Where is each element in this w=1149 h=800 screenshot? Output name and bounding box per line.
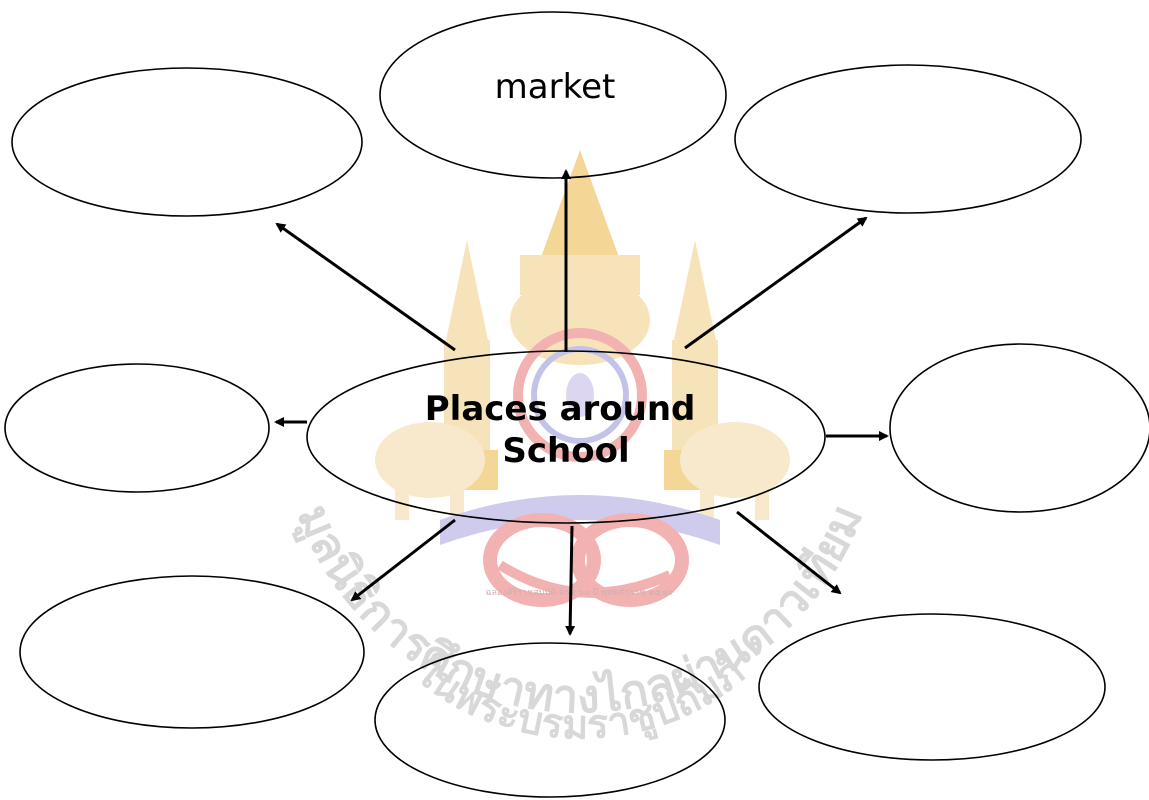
center-label: Places around School: [425, 389, 707, 471]
center-node: [306, 350, 826, 524]
elephant-left-icon: [375, 422, 485, 520]
node-bottom-center: [374, 642, 726, 798]
node-mid-left: [4, 363, 270, 493]
arrow-to-bottom-left: [350, 518, 456, 602]
node-top: [379, 11, 727, 179]
node-mid-right: [889, 343, 1149, 513]
node-top-left: [11, 67, 363, 217]
royal-seal-icon: [513, 328, 647, 462]
arrow-to-top-left: [275, 222, 456, 352]
node-bottom-right: [758, 613, 1106, 761]
arrow-to-top-right: [684, 216, 868, 350]
node-top-right: [734, 64, 1082, 214]
arrows: [274, 169, 889, 636]
center-label-line-1: Places around: [425, 389, 696, 429]
ribbon-icon: [440, 495, 720, 545]
watermark-small-text: ฉลองสิริราชสมบัติ ครบ ๖๐ ปี พุทธศักราช ๒…: [485, 587, 675, 598]
node-bottom-left: [19, 575, 365, 729]
arrow-to-bottom-center: [565, 525, 576, 636]
node-ellipses: [4, 11, 1149, 798]
center-label-line-2: School: [502, 431, 629, 471]
elephant-right-icon: [680, 422, 790, 520]
arrow-to-bottom-right: [736, 510, 842, 595]
node-top-label: market: [495, 67, 616, 107]
